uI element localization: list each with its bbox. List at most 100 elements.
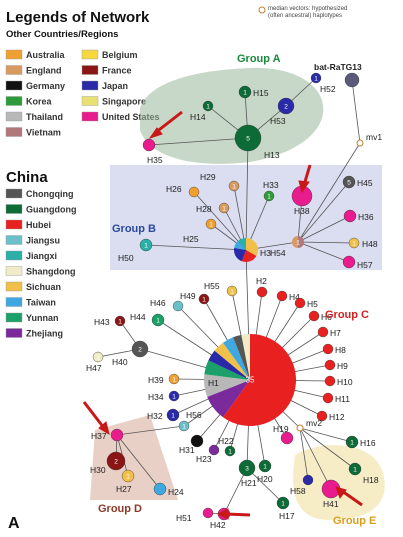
legend-taiwan-swatch: [5, 297, 23, 307]
node-h45: [342, 175, 356, 189]
node-h53-label: H53: [270, 116, 286, 126]
legend-china-title: China: [6, 169, 48, 186]
node-h39-count: 1: [172, 377, 176, 384]
median-vector-note-1: median vectors: hypothesized: [268, 6, 347, 12]
node-h33-label: H33: [263, 180, 279, 190]
arrow-head-h42: [216, 508, 229, 520]
node-h21-label: H21: [241, 478, 257, 488]
node-h39: [168, 373, 180, 385]
node-h16: [345, 435, 359, 449]
group-c-label: Group C: [325, 309, 369, 321]
node-h54-slice-0: [298, 236, 304, 248]
node-bat-label: bat-RaTG13: [314, 62, 362, 72]
node-h1-slice-5: [214, 342, 250, 380]
node-h18: [348, 462, 362, 476]
node-h30-label: H30: [90, 465, 106, 475]
group-b-label: Group B: [112, 223, 156, 235]
node-h11-label: H11: [335, 394, 350, 404]
node-h19: [280, 431, 294, 445]
edge-mv1-bat: [351, 79, 361, 144]
legend-korea-swatch: [5, 96, 23, 106]
median-vector-note-2: (often ancestral) haplotypes: [268, 13, 342, 19]
node-h4-label: H4: [289, 292, 300, 302]
legend-england-label: England: [26, 66, 62, 76]
node-h30: [106, 451, 126, 471]
node-h44-label: H44: [130, 312, 146, 322]
legend-belgium-swatch: [81, 49, 99, 60]
node-h23: [208, 444, 220, 456]
node-h24-label: H24: [168, 487, 184, 497]
node-h29: [228, 180, 240, 192]
node-h13-count: 5: [246, 136, 250, 143]
legend-jiangsu-swatch: [5, 235, 23, 245]
node-h57: [342, 255, 356, 269]
node-h49-count: 1: [202, 297, 206, 304]
group-e-region: [293, 445, 385, 520]
node-h31: [190, 434, 204, 448]
node-h26-label: H26: [166, 184, 182, 194]
legend-guangdong-swatch: [5, 204, 23, 214]
node-h50-label: H50: [118, 253, 134, 263]
legend-chongqing-label: Chongqing: [26, 189, 73, 199]
node-h25-count: 1: [209, 222, 213, 229]
node-h25-label: H25: [183, 234, 199, 244]
node-h1-slice-8: [241, 334, 250, 380]
edge-H21-H17: [246, 467, 284, 504]
legend-vietnam-swatch: [5, 127, 23, 137]
legend-australia-label: Australia: [26, 50, 66, 60]
node-h57-label: H57: [357, 260, 373, 270]
node-h58: [302, 474, 314, 486]
node-h52-label: H52: [320, 84, 336, 94]
edge-mv2-H58: [299, 427, 309, 481]
node-h6: [308, 310, 320, 322]
arrow-head-h37: [98, 421, 110, 436]
edge-H54-H48: [297, 241, 355, 244]
node-h19-label: H19: [273, 424, 289, 434]
group-d-label: Group D: [98, 503, 142, 515]
legend-united-states-swatch: [81, 111, 99, 122]
legend-yunnan-swatch: [5, 312, 23, 323]
node-h6-label: H6: [321, 312, 332, 322]
node-bat: [344, 72, 360, 88]
node-h44: [151, 313, 165, 327]
node-h28-count: 1: [222, 206, 226, 213]
node-h42-label: H42: [210, 520, 226, 530]
node-mv2-label: mv2: [306, 418, 322, 428]
legend-taiwan-label: Taiwan: [26, 298, 56, 308]
node-mv1-label: mv1: [366, 132, 382, 142]
node-h29-label: H29: [200, 172, 216, 182]
node-h26: [188, 186, 200, 198]
node-h10-label: H10: [337, 377, 353, 387]
node-h36-label: H36: [358, 212, 374, 222]
legend-subtitle: Other Countries/Regions: [6, 29, 118, 40]
node-h37: [110, 428, 124, 442]
node-h1-count: 35: [246, 376, 255, 385]
node-h45-count: 5: [347, 180, 351, 187]
edge-H54-H45: [297, 181, 350, 243]
legend-singapore-swatch: [81, 96, 99, 106]
node-h46: [172, 300, 184, 312]
node-h43-label: H43: [94, 317, 110, 327]
edge-H13-H35: [148, 137, 249, 146]
legend-yunnan-label: Yunnan: [26, 313, 59, 323]
node-h44-count: 1: [156, 318, 160, 325]
node-h7-label: H7: [330, 328, 341, 338]
node-h1-slice-1: [207, 380, 250, 418]
node-h3-slice-2: [234, 247, 246, 262]
node-h22-label: H22: [218, 436, 234, 446]
arrow-head-h38: [298, 180, 310, 194]
node-h21-count: 3: [245, 466, 249, 473]
node-h14-label: H14: [190, 112, 206, 122]
node-h47: [92, 351, 104, 363]
node-h43: [114, 315, 126, 327]
node-h1-slice-6: [222, 337, 250, 380]
edge-H3-H50: [145, 244, 247, 251]
node-h13-label: H13: [264, 150, 280, 160]
legend-singapore-label: Singapore: [102, 97, 146, 107]
node-h5: [294, 297, 306, 309]
legend-thailand-label: Thailand: [26, 112, 63, 122]
node-h3-slice-3: [234, 240, 246, 250]
legend-hubei-label: Hubei: [26, 220, 51, 230]
node-h1-label: H1: [208, 378, 219, 388]
